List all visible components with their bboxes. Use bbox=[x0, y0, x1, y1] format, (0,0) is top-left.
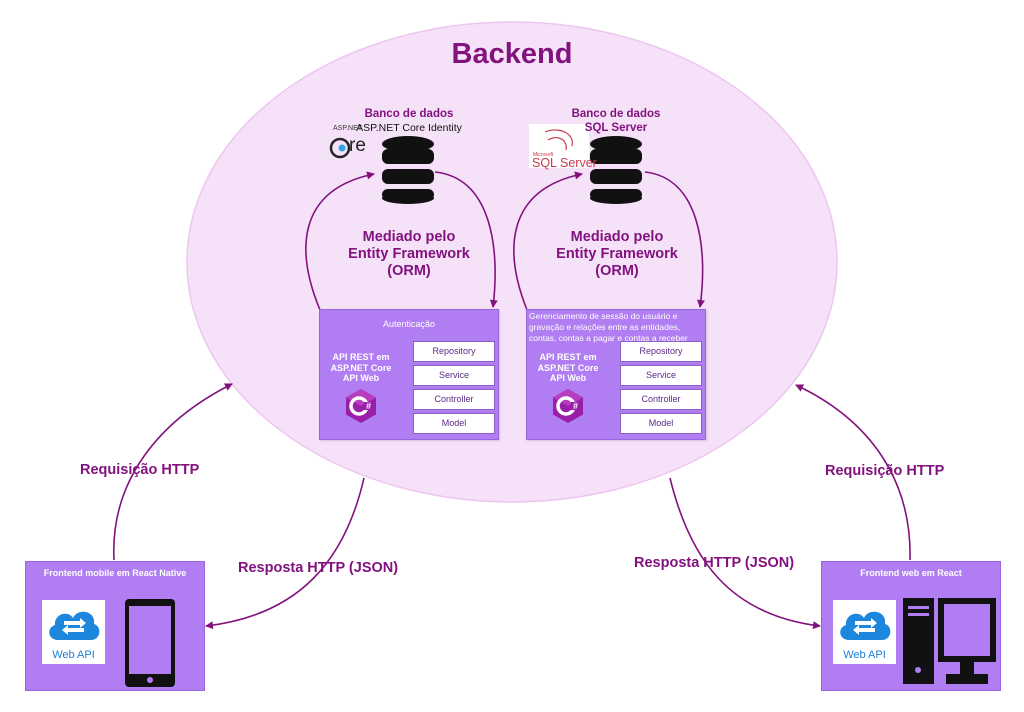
identity-db-subtitle: ASP.NET Core Identity bbox=[356, 122, 462, 134]
auth-api-box: Autenticação API REST em ASP.NET Core AP… bbox=[319, 309, 499, 440]
aspnet-logo-text: re bbox=[349, 135, 366, 156]
auth-api-line3: API Web bbox=[342, 373, 380, 383]
session-api-caption: Gerenciamento de sessão do usuário e gra… bbox=[529, 311, 688, 343]
response-label-left: Resposta HTTP (JSON) bbox=[238, 560, 399, 576]
layer-model-left: Model bbox=[413, 413, 495, 434]
auth-api-line1: API REST em bbox=[332, 352, 390, 362]
database-icon bbox=[382, 136, 434, 204]
session-api-line1: API REST em bbox=[539, 352, 597, 362]
arrow-web-request bbox=[795, 384, 911, 561]
orm-right-line1: Mediado pelo bbox=[570, 229, 664, 245]
svg-text:#: # bbox=[366, 401, 371, 411]
arrow-sql-db-to-api bbox=[644, 171, 705, 308]
session-api-line3: API Web bbox=[549, 373, 587, 383]
web-api-label-right: Web API bbox=[843, 649, 886, 661]
cloud-sync-icon bbox=[840, 611, 891, 640]
identity-db-title: Banco de dados ASP.NET Core Identity bbox=[349, 107, 469, 135]
layer-controller-left: Controller bbox=[413, 389, 495, 410]
layer-repository-left: Repository bbox=[413, 341, 495, 362]
sql-logo-text: SQL Server bbox=[532, 156, 597, 170]
svg-text:#: # bbox=[573, 401, 578, 411]
identity-db-label: Banco de dados bbox=[364, 108, 454, 120]
mobile-frontend-caption: Frontend mobile em React Native bbox=[43, 568, 187, 578]
session-api-box: Gerenciamento de sessão do usuário e gra… bbox=[526, 309, 706, 440]
web-api-card-right: Web API bbox=[833, 600, 896, 664]
csharp-icon: # bbox=[553, 389, 583, 423]
orm-left-line2: Entity Framework bbox=[348, 246, 470, 262]
arrow-mobile-response bbox=[205, 477, 365, 630]
web-frontend-caption: Frontend web em React bbox=[860, 568, 962, 578]
backend-title: Backend bbox=[451, 38, 573, 70]
layer-service-left: Service bbox=[413, 365, 495, 386]
orm-right-line2: Entity Framework bbox=[556, 246, 678, 262]
backend-ellipse bbox=[186, 21, 838, 503]
orm-right-line3: (ORM) bbox=[595, 263, 639, 279]
csharp-icon: # bbox=[346, 389, 376, 423]
orm-label-left: Mediado pelo Entity Framework (ORM) bbox=[334, 229, 484, 280]
sql-db-label: Banco de dados bbox=[571, 108, 661, 120]
arrow-mobile-request bbox=[113, 383, 233, 561]
web-api-card-left: Web API bbox=[42, 600, 105, 664]
session-api-line2: ASP.NET Core bbox=[537, 362, 599, 373]
auth-api-caption: Autenticação bbox=[382, 319, 436, 329]
orm-label-right: Mediado pelo Entity Framework (ORM) bbox=[542, 229, 692, 280]
sql-db-title: Banco de dados SQL Server bbox=[556, 107, 676, 135]
web-frontend-box: Frontend web em React Web API bbox=[821, 561, 1001, 691]
arrow-api-to-sql-db bbox=[513, 171, 583, 311]
web-api-label-left: Web API bbox=[52, 649, 95, 661]
request-label-right: Requisição HTTP bbox=[825, 463, 945, 479]
arrow-identity-db-to-api bbox=[434, 171, 498, 308]
desktop-computer-icon bbox=[903, 598, 996, 684]
sql-server-logo-icon bbox=[529, 124, 589, 168]
request-label-left: Requisição HTTP bbox=[80, 462, 200, 478]
orm-left-line1: Mediado pelo bbox=[362, 229, 456, 245]
layer-controller-right: Controller bbox=[620, 389, 702, 410]
mobile-frontend-box: Frontend mobile em React Native Web API bbox=[25, 561, 205, 691]
cloud-sync-icon bbox=[49, 611, 100, 640]
aspnet-logo-small: ASP.NET bbox=[333, 125, 363, 132]
layer-repository-right: Repository bbox=[620, 341, 702, 362]
response-label-right: Resposta HTTP (JSON) bbox=[634, 555, 795, 571]
aspnet-core-logo-icon bbox=[329, 137, 351, 159]
database-icon bbox=[590, 136, 642, 204]
auth-api-description: API REST em ASP.NET Core API Web bbox=[326, 352, 396, 384]
arrow-api-to-identity-db bbox=[305, 171, 375, 311]
smartphone-icon bbox=[125, 599, 175, 687]
session-api-description: API REST em ASP.NET Core API Web bbox=[533, 352, 603, 384]
layer-model-right: Model bbox=[620, 413, 702, 434]
sql-db-subtitle: SQL Server bbox=[584, 122, 648, 134]
layer-service-right: Service bbox=[620, 365, 702, 386]
orm-left-line3: (ORM) bbox=[387, 263, 431, 279]
arrow-web-response bbox=[669, 477, 821, 630]
auth-api-line2: ASP.NET Core bbox=[330, 362, 392, 373]
sql-logo-small: Microsoft bbox=[533, 152, 554, 158]
